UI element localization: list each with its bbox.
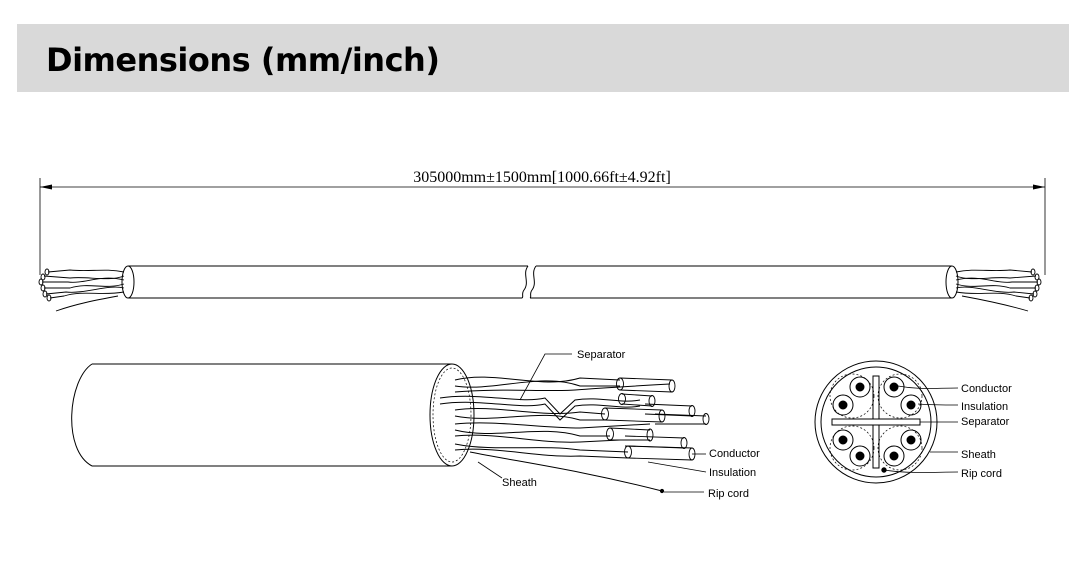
- length-dimension-label: 305000mm±1500mm[1000.66ft±4.92ft]: [413, 169, 671, 186]
- side-label-conductor: Conductor: [709, 448, 760, 460]
- length-dimension: 305000mm±1500mm[1000.66ft±4.92ft]: [39, 169, 1046, 275]
- header-bar: Dimensions (mm/inch): [17, 24, 1069, 92]
- full-length-cable: [38, 265, 1042, 312]
- side-label-separator: Separator: [577, 349, 626, 361]
- cable-side-view: Separator Conductor Insulation Sheath Ri…: [71, 349, 760, 500]
- side-label-rip-cord: Rip cord: [708, 488, 749, 500]
- cross-label-sheath: Sheath: [961, 449, 996, 461]
- side-label-sheath: Sheath: [502, 477, 537, 489]
- left-wire-bundle: [38, 268, 125, 312]
- cross-label-rip-cord: Rip cord: [961, 468, 1002, 480]
- page-title: Dimensions (mm/inch): [46, 41, 440, 79]
- cross-label-insulation: Insulation: [961, 401, 1008, 413]
- side-label-insulation: Insulation: [709, 467, 756, 479]
- cable-cross-section: Conductor Insulation Separator Sheath Ri…: [814, 360, 1012, 484]
- right-wire-bundle: [955, 268, 1042, 312]
- cross-label-conductor: Conductor: [961, 383, 1012, 395]
- cross-label-separator: Separator: [961, 416, 1010, 428]
